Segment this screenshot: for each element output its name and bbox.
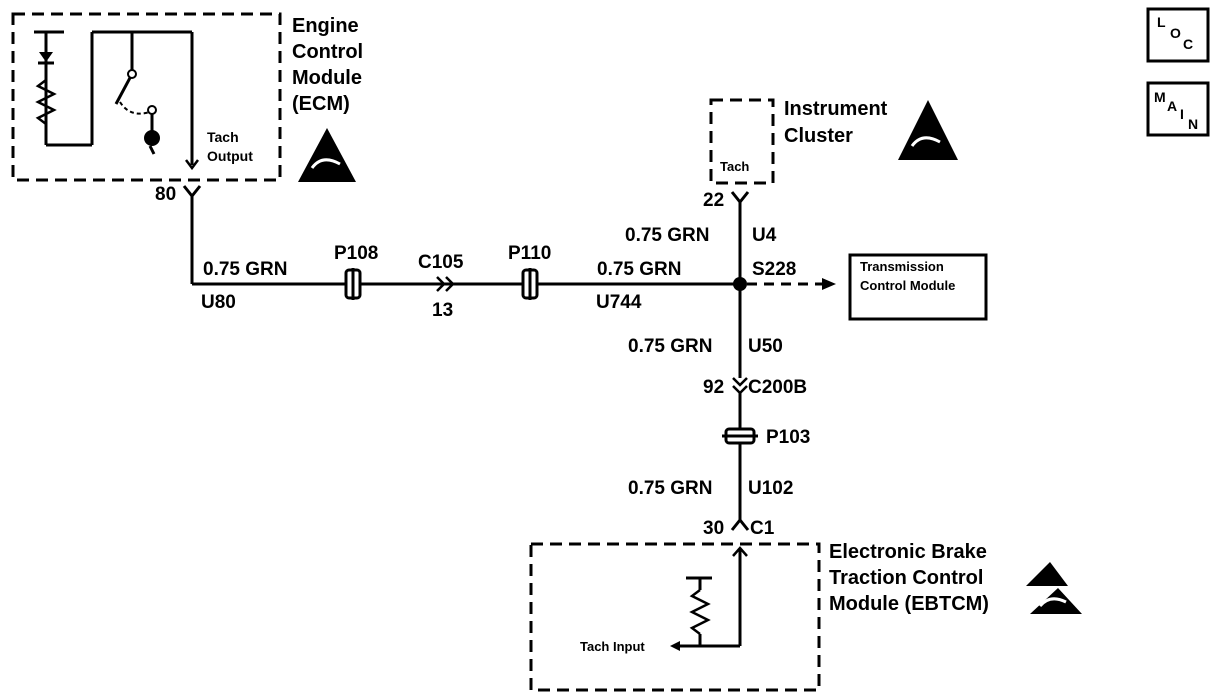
ebtcm-title-line-1: Electronic Brake <box>829 541 987 563</box>
diode-icon <box>39 52 53 62</box>
c200b-connector-icon <box>732 377 748 395</box>
wire-u50-color: 0.75 GRN <box>628 336 712 357</box>
ecm-title-line-3: Module <box>292 67 362 89</box>
c105-pin-label: 13 <box>432 300 453 321</box>
instrument-cluster-module[interactable]: Tach <box>709 98 775 185</box>
ecm-title-line-1: Engine <box>292 15 359 37</box>
svg-text:C: C <box>1183 36 1193 52</box>
ebtcm-tach-input-label: Tach Input <box>580 639 645 654</box>
ecm-tach-output-label-2: Output <box>207 148 253 164</box>
esd-warning-icon-cluster <box>898 100 958 160</box>
c200b-label: C200B <box>748 377 807 398</box>
main-nav-button[interactable]: M A I N <box>1146 81 1210 137</box>
wire-u80-id: U80 <box>201 292 236 313</box>
esd-warning-icon-ebtcm <box>1026 562 1082 614</box>
svg-text:N: N <box>1188 116 1198 132</box>
p108-passthrough-icon <box>344 268 362 300</box>
p110-label: P110 <box>508 243 551 264</box>
svg-text:M: M <box>1154 89 1166 105</box>
ebtcm-connector-label: C1 <box>750 518 775 539</box>
switch-contact-icon <box>127 69 137 79</box>
ecm-pin-80-terminal <box>182 185 202 199</box>
wire-u4-id: U4 <box>752 225 777 246</box>
svg-text:I: I <box>1180 106 1184 122</box>
tach-input-arrow-icon <box>670 641 680 651</box>
svg-text:O: O <box>1170 25 1181 41</box>
cluster-tach-label: Tach <box>720 159 749 174</box>
wire-u744-id: U744 <box>596 292 642 313</box>
loc-nav-button[interactable]: L O C <box>1146 7 1210 63</box>
ecm-module[interactable]: Tach Output <box>11 12 282 182</box>
ebtcm-pin-label: 30 <box>703 518 724 539</box>
wire-u80-color: 0.75 GRN <box>203 259 287 280</box>
cluster-pin-label: 22 <box>703 190 724 211</box>
tcm-label-line-1: Transmission <box>860 259 944 274</box>
wire-u102-id: U102 <box>748 478 793 499</box>
wire-u102-color: 0.75 GRN <box>628 478 712 499</box>
ground-icon <box>144 130 160 146</box>
ecm-pin-label: 80 <box>155 184 176 205</box>
svg-text:L: L <box>1157 14 1166 30</box>
c105-connector-icon <box>436 276 455 292</box>
tcm-label-line-2: Control Module <box>860 278 955 293</box>
cluster-title-line-1: Instrument <box>784 98 888 120</box>
resistor-icon <box>689 589 711 635</box>
c200b-pin-label: 92 <box>703 377 724 398</box>
tcm-module[interactable]: Transmission Control Module <box>848 253 988 321</box>
s228-label: S228 <box>752 259 796 280</box>
p103-passthrough-icon <box>722 427 758 445</box>
ebtcm-pin-30-terminal <box>730 517 750 531</box>
cluster-pin-22-terminal <box>730 191 750 205</box>
ebtcm-module[interactable]: Tach Input <box>529 542 821 692</box>
p103-label: P103 <box>766 427 810 448</box>
c105-label: C105 <box>418 252 464 273</box>
ecm-internal-circuit <box>34 30 194 165</box>
ecm-title-line-2: Control <box>292 41 363 63</box>
ecm-tach-output-label-1: Tach <box>207 129 239 145</box>
ebtcm-title-line-3: Module (EBTCM) <box>829 593 989 615</box>
esd-warning-icon <box>298 128 356 182</box>
cluster-title-line-2: Cluster <box>784 125 853 147</box>
ebtcm-title-line-2: Traction Control <box>829 567 983 589</box>
svg-text:A: A <box>1167 98 1177 114</box>
wire-u744-color: 0.75 GRN <box>597 259 681 280</box>
arrow-right-icon <box>822 278 836 290</box>
wire-u50-id: U50 <box>748 336 783 357</box>
wire-u4-color: 0.75 GRN <box>625 225 709 246</box>
p108-label: P108 <box>334 243 378 264</box>
p110-passthrough-icon <box>521 268 539 300</box>
ecm-title-line-4: (ECM) <box>292 93 350 115</box>
